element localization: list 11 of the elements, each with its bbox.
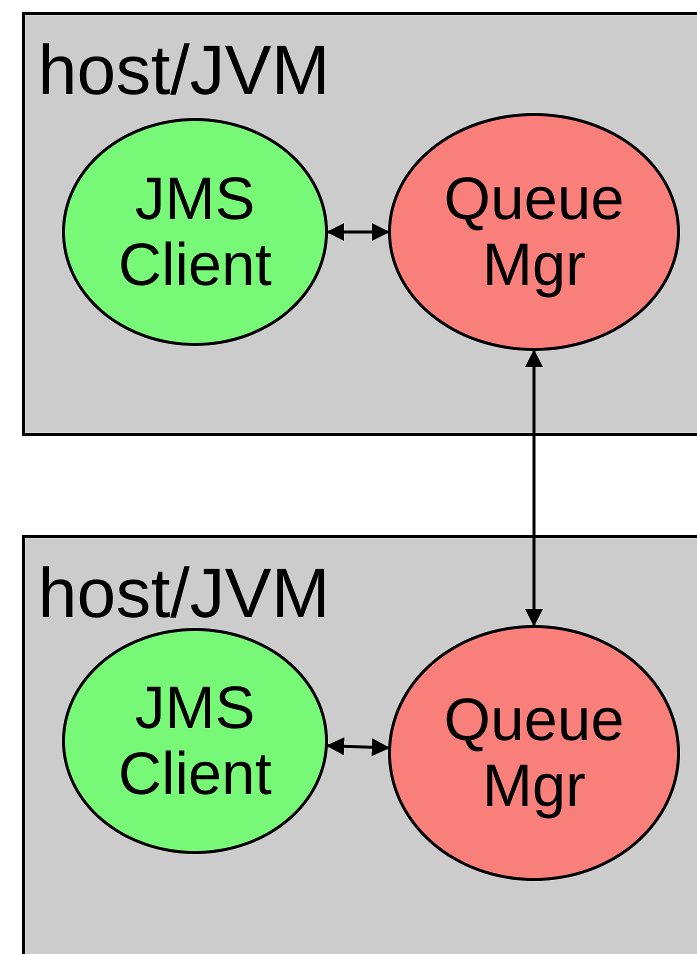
double-arrow: [525, 349, 543, 627]
node-label: JMS Client: [117, 166, 273, 298]
node-label: Queue Mgr: [442, 166, 626, 298]
double-arrow: [326, 223, 390, 241]
node-label: Queue Mgr: [442, 687, 626, 819]
host-panel: [22, 12, 697, 436]
host-label: host/JVM: [38, 558, 330, 628]
host-panel: [22, 535, 697, 954]
node-label: JMS Client: [117, 675, 273, 807]
host-label: host/JVM: [38, 35, 330, 105]
double-arrow: [326, 737, 390, 756]
